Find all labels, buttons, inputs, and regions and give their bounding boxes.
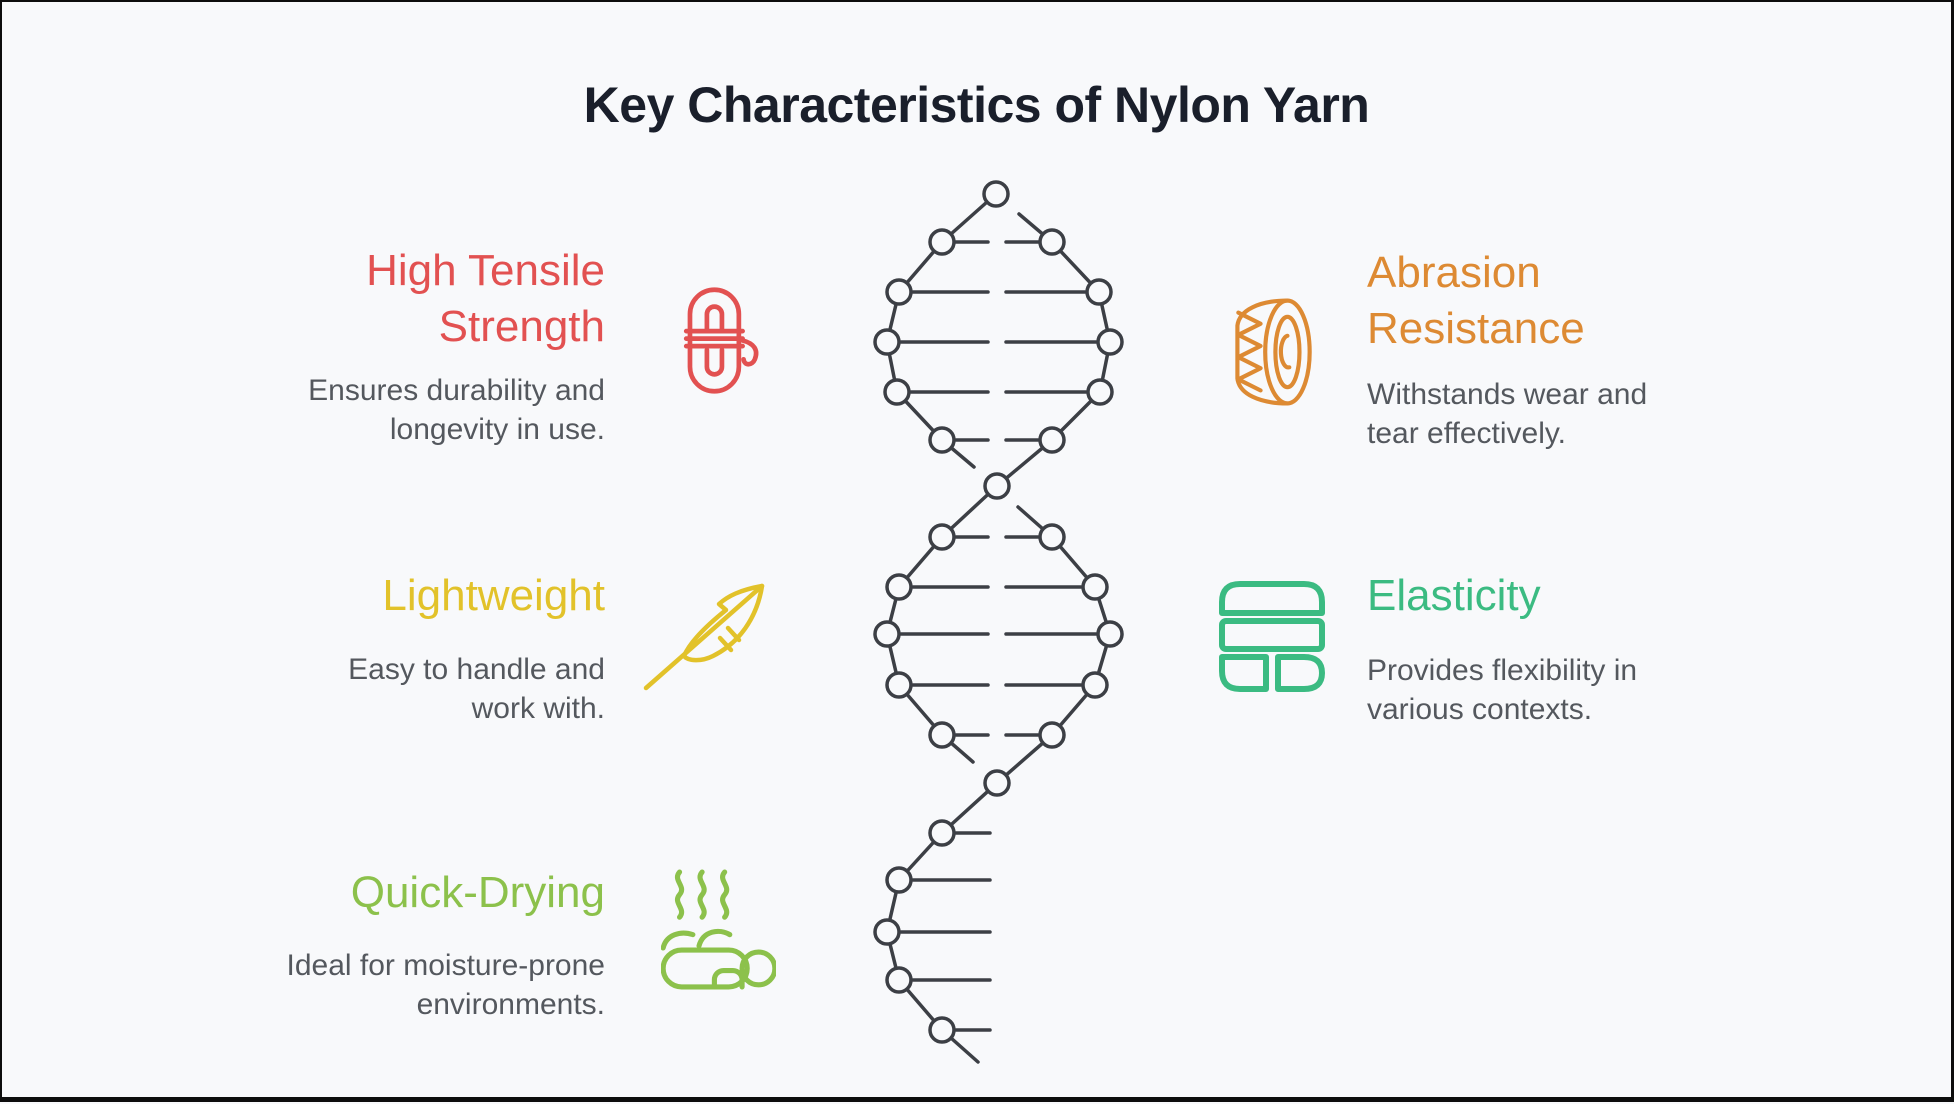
- feature-description: Ensures durability and longevity in use.: [308, 374, 605, 446]
- feather-icon: [640, 576, 772, 694]
- feature-abrasion-resistance: Abrasion Resistance Withstands wear and …: [1367, 245, 1707, 453]
- feature-title: Quick-Drying: [350, 868, 605, 917]
- feature-elasticity: Elasticity Provides flexibility in vario…: [1367, 568, 1712, 729]
- tire-icon: [1230, 294, 1318, 410]
- feature-description: Withstands wear and tear effectively.: [1367, 378, 1648, 450]
- stacked-layers-icon: [1219, 580, 1325, 692]
- feature-description: Ideal for moisture-prone environments.: [286, 949, 606, 1021]
- feature-title: High Tensile Strength: [366, 246, 605, 351]
- feature-description: Easy to handle and work with.: [348, 653, 605, 725]
- feature-description: Provides flexibility in various contexts…: [1367, 654, 1638, 726]
- feature-high-tensile-strength: High Tensile Strength Ensures durability…: [232, 243, 605, 449]
- helix-rungs: [899, 240, 1098, 1032]
- feature-title: Lightweight: [382, 571, 605, 620]
- feature-quick-drying: Quick-Drying Ideal for moisture-prone en…: [232, 865, 606, 1024]
- rope-icon: [674, 284, 768, 397]
- feature-title: Elasticity: [1367, 571, 1541, 620]
- helix-nodes: [873, 180, 1124, 1044]
- feature-lightweight: Lightweight Easy to handle and work with…: [232, 568, 605, 728]
- steam-drying-icon: [661, 868, 776, 991]
- feature-title: Abrasion Resistance: [1367, 248, 1585, 353]
- page-title: Key Characteristics of Nylon Yarn: [583, 76, 1370, 133]
